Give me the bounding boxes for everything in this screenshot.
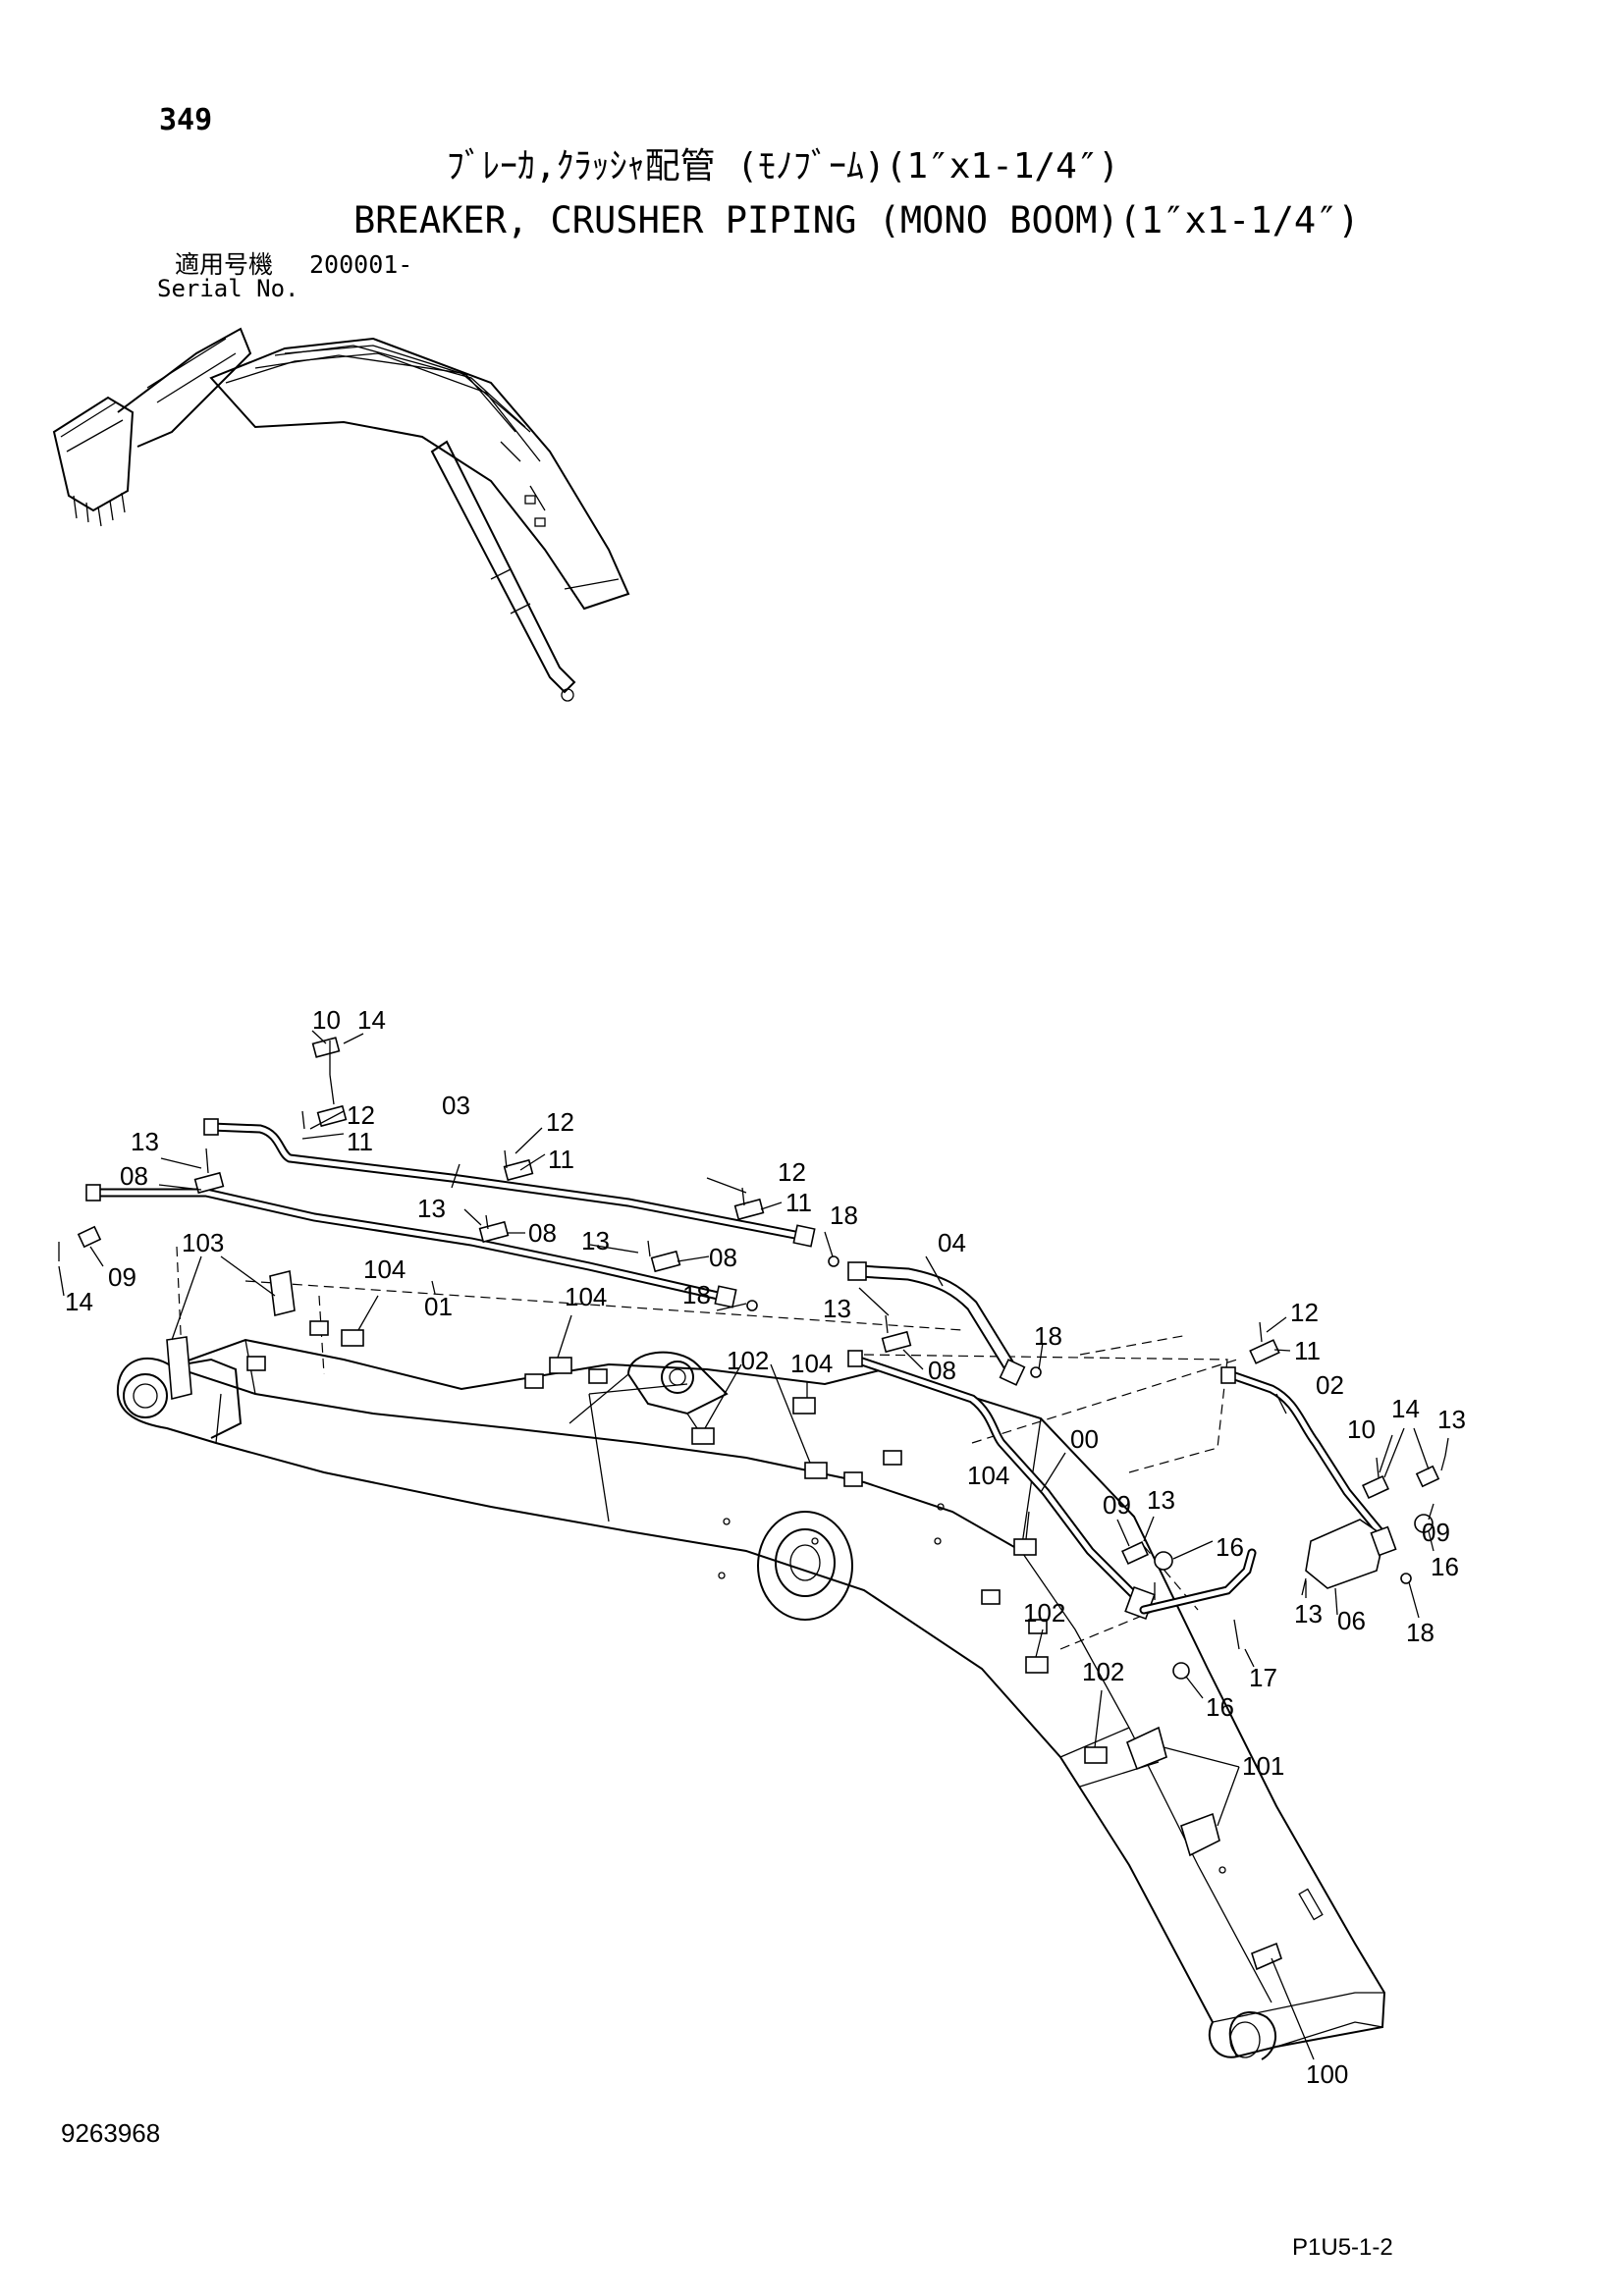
callout-104: 104 <box>967 1461 1009 1490</box>
callout-09: 09 <box>108 1262 136 1292</box>
page-number: 349 <box>159 103 213 137</box>
pipe-17 <box>1139 1548 1257 1615</box>
hose-04 <box>847 1261 1026 1386</box>
callout-14: 14 <box>1391 1394 1420 1423</box>
callout-11: 11 <box>785 1188 812 1217</box>
callout-16: 16 <box>1216 1532 1244 1562</box>
clamps <box>58 1037 1446 1971</box>
callout-17: 17 <box>1249 1663 1277 1692</box>
callout-00: 00 <box>1070 1424 1099 1454</box>
callout-13: 13 <box>1437 1405 1466 1434</box>
callout-104: 104 <box>790 1349 833 1378</box>
callout-104: 104 <box>565 1282 607 1311</box>
callout-102: 102 <box>1082 1657 1124 1686</box>
callout-16: 16 <box>1206 1692 1234 1722</box>
callout-01: 01 <box>424 1292 453 1321</box>
serial-label-japanese: 適用号機 <box>175 250 274 279</box>
callout-08: 08 <box>709 1243 737 1272</box>
callout-09: 09 <box>1103 1490 1131 1520</box>
callout-104: 104 <box>363 1255 406 1284</box>
callout-18: 18 <box>830 1201 858 1230</box>
boom-body <box>116 1246 1386 2060</box>
callout-102: 102 <box>727 1346 769 1375</box>
valve-06 <box>1305 1519 1397 1589</box>
callout-101: 101 <box>1242 1751 1284 1781</box>
callout-06: 06 <box>1337 1606 1366 1635</box>
callout-103: 103 <box>182 1228 224 1257</box>
callout-18: 18 <box>1034 1321 1062 1351</box>
callout-08: 08 <box>120 1161 148 1191</box>
sheet-code: P1U5-1-2 <box>1292 2234 1393 2261</box>
callout-102: 102 <box>1023 1598 1065 1628</box>
callout-13: 13 <box>823 1294 851 1323</box>
title-japanese: ﾌﾞﾚｰｶ,ｸﾗｯｼｬ配管 (ﾓﾉﾌﾞｰﾑ)(1″x1-1/4″) <box>447 146 1120 187</box>
callout-16: 16 <box>1431 1552 1459 1581</box>
callout-10: 10 <box>1347 1415 1376 1444</box>
callout-12: 12 <box>546 1107 574 1137</box>
callout-08: 08 <box>928 1356 956 1385</box>
callout-14: 14 <box>65 1287 93 1316</box>
pipe-02 <box>1220 1366 1384 1536</box>
callout-14: 14 <box>357 1005 386 1035</box>
callout-11: 11 <box>347 1127 373 1156</box>
callout-13: 13 <box>581 1226 610 1255</box>
callout-13: 13 <box>1294 1599 1323 1629</box>
callout-18: 18 <box>682 1280 711 1309</box>
callout-02: 02 <box>1316 1370 1344 1400</box>
callout-04: 04 <box>938 1228 966 1257</box>
callout-08: 08 <box>528 1218 557 1248</box>
callout-11: 11 <box>1294 1336 1321 1365</box>
serial-label-english: Serial No. <box>157 275 299 302</box>
callout-labels: 10 14 12 11 03 12 11 13 08 12 11 18 13 0… <box>65 1005 1466 2089</box>
callout-12: 12 <box>778 1157 806 1187</box>
pipe-00 <box>847 1350 1156 1621</box>
drawing-number: 9263968 <box>61 2118 161 2148</box>
title-english: BREAKER, CRUSHER PIPING (MONO BOOM)(1″x1… <box>353 199 1360 241</box>
callout-100: 100 <box>1306 2059 1348 2089</box>
pipe-03 <box>203 1118 816 1248</box>
serial-number-value: 200001- <box>309 250 413 279</box>
callout-12: 12 <box>1290 1298 1319 1327</box>
overview-illustration <box>52 327 630 702</box>
callout-03: 03 <box>442 1091 470 1120</box>
callout-18: 18 <box>1406 1618 1435 1647</box>
pipe-01 <box>85 1184 737 1308</box>
callout-13: 13 <box>417 1194 446 1223</box>
callout-09: 09 <box>1422 1518 1450 1547</box>
callout-12: 12 <box>347 1100 375 1130</box>
callout-11: 11 <box>548 1145 574 1174</box>
leader-lines <box>58 1030 1449 2060</box>
callout-13: 13 <box>131 1127 159 1156</box>
callout-10: 10 <box>312 1005 341 1035</box>
callout-13: 13 <box>1147 1485 1175 1515</box>
